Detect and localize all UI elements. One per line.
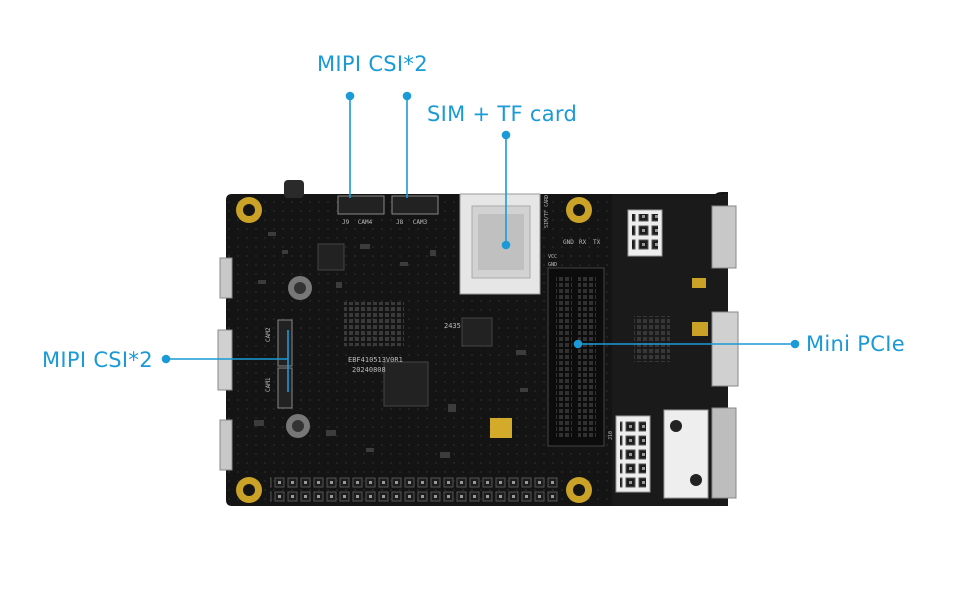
callout-mini-pcie: Mini PCIe [806, 332, 905, 356]
silk-cam-left-a: CAM2 [265, 327, 272, 342]
callout-mipi-csi-top: MIPI CSI*2 [317, 52, 428, 76]
silk-model: EBF410513V0R1 [348, 356, 403, 364]
camera-connector [391, 195, 439, 215]
camera-connector [277, 367, 293, 409]
silk-cam-left-b: CAM1 [265, 377, 272, 392]
mounting-hole [566, 477, 592, 503]
silk-vcc: VCC [548, 254, 557, 260]
callout-lines [161, 91, 800, 392]
silk-sim-tf: SIM/TF CARD [544, 195, 550, 228]
soc-chip [383, 361, 429, 407]
mini-pcie-slot [547, 267, 605, 447]
ethernet-port [711, 407, 737, 499]
silk-chip-mark: 2435 [444, 322, 461, 330]
mounting-hole [236, 197, 262, 223]
gold-component [490, 418, 512, 438]
silk-j8: J8 [396, 219, 404, 226]
circuit-board: CAM4 CAM3 J9 J8 CAM2 CAM1 SIM/TF CARD GN… [217, 180, 739, 506]
silk-tx: TX [593, 239, 601, 246]
silk-j9: J9 [342, 219, 350, 226]
silk-cam4: CAM4 [358, 219, 373, 226]
callout-mipi-csi-left: MIPI CSI*2 [42, 348, 153, 372]
gpio-header [270, 474, 558, 502]
usb-port [711, 205, 737, 269]
silk-gnd: GND [563, 239, 574, 246]
mounting-hole [566, 197, 592, 223]
silk-gnd2: GND [548, 262, 557, 268]
mounting-hole [236, 477, 262, 503]
callout-sim-tf-card: SIM + TF card [427, 102, 578, 126]
usb-port [711, 311, 739, 387]
silk-date: 20240808 [352, 366, 386, 374]
camera-connector [337, 195, 385, 215]
silk-rx: RX [579, 239, 587, 246]
sim-tf-card-slot [459, 193, 541, 295]
silk-j10: J10 [608, 431, 614, 440]
silk-cam3: CAM3 [413, 219, 428, 226]
